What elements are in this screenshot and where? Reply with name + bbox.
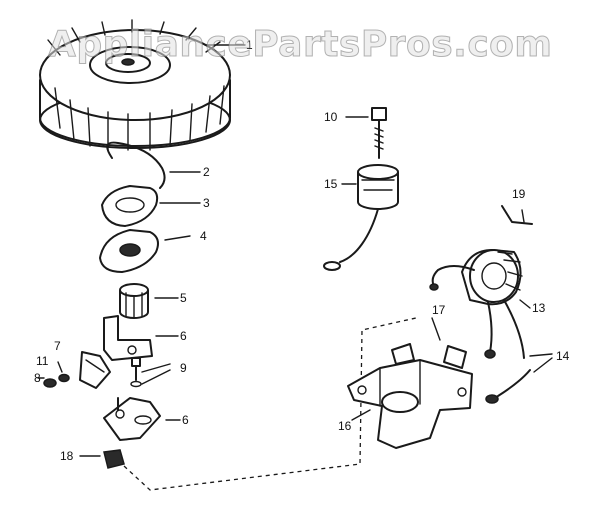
callout-11: 11 (36, 354, 49, 368)
ground-leads-part (429, 283, 553, 404)
plate-part (101, 185, 201, 227)
callout-13: 13 (532, 301, 546, 315)
flywheel-part (39, 19, 246, 151)
callout-9: 9 (180, 361, 187, 375)
callout-19: 19 (512, 187, 526, 201)
wire-clip-part (106, 141, 201, 189)
callout-labels: 1 2 3 4 5 6 7 8 9 11 6 18 10 15 19 13 14… (34, 38, 570, 463)
callout-6-lower: 6 (182, 413, 189, 427)
callout-3: 3 (203, 196, 210, 210)
callout-2: 2 (203, 165, 210, 179)
callout-5: 5 (180, 291, 187, 305)
callout-17: 17 (432, 303, 446, 317)
callout-1: 1 (246, 38, 253, 52)
callout-16: 16 (338, 419, 352, 433)
terminal-parts (37, 351, 111, 389)
contact-arm-part (103, 315, 179, 361)
callout-8: 8 (34, 371, 41, 385)
base-plate-part (103, 397, 181, 441)
condenser-part (323, 164, 399, 271)
felt-pad-part (79, 449, 125, 469)
callout-14: 14 (556, 349, 570, 363)
callout-7: 7 (54, 339, 61, 353)
callout-10: 10 (324, 110, 338, 124)
screws-part (130, 357, 171, 388)
callout-4: 4 (200, 229, 207, 243)
breaker-cover-part (99, 229, 191, 273)
pin-part (501, 205, 533, 225)
breaker-box-part (347, 317, 473, 449)
bolt-part (345, 107, 387, 159)
callout-6-upper: 6 (180, 329, 187, 343)
coil-part (431, 249, 531, 353)
bushing-part (119, 283, 179, 319)
callout-18: 18 (60, 449, 74, 463)
callout-15: 15 (324, 177, 338, 191)
